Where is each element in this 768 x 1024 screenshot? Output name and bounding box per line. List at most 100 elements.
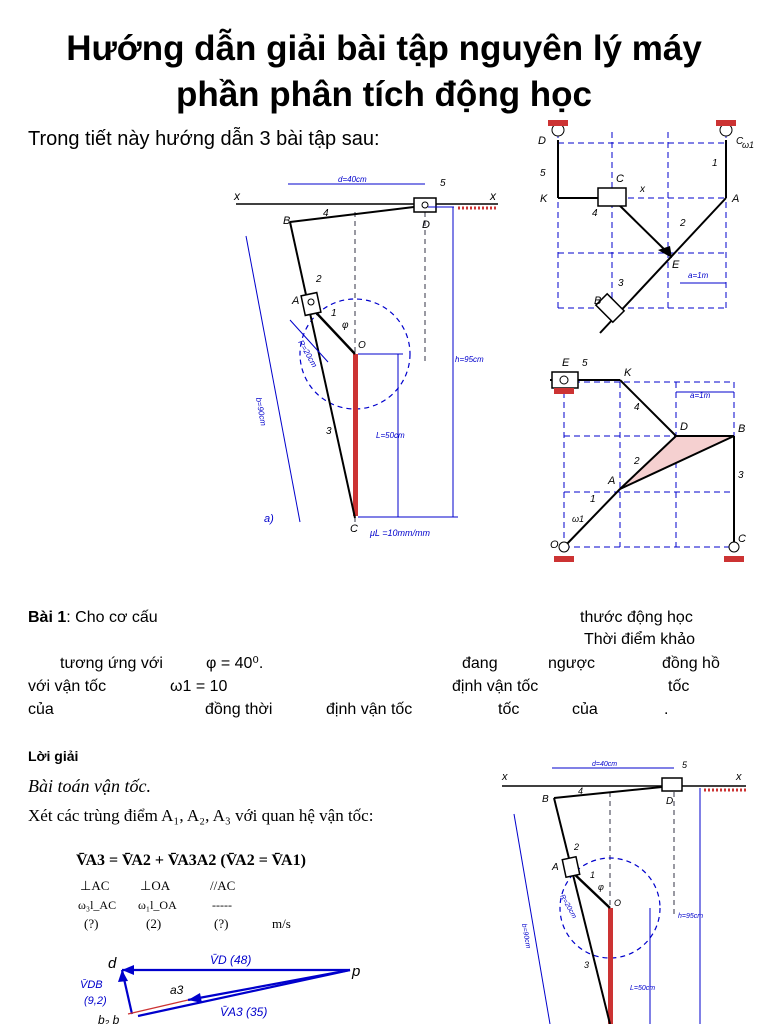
fig-b-omega: ω1 [742,140,754,150]
fig-c-omega: ω1 [572,514,584,524]
fig-a2-num-5: 5 [682,760,688,770]
fig-b-num-4: 4 [592,208,598,219]
velocity-diagram: d p V̄D (48) V̄DB (9,2) a3 V̄A3 (35) b₂ … [80,953,360,1024]
fig-c-label-O: O [550,539,559,551]
figure-c-mechanism: E 5 K a=1m D B 4 2 A 3 1 ω1 O C [550,357,746,562]
fig-a-dim-d: d=40cm [338,175,367,184]
fig-a-num-1: 1 [331,308,337,319]
fig-b-label-C: C [616,173,624,185]
fig-a2-label-B: B [542,794,549,805]
fig-a2-num-2: 2 [573,842,579,852]
eq-row-1-c1: ⊥AC [80,878,110,893]
fig-a-scale: μL =10mm/mm [369,528,431,538]
bai1-l5e: của [572,701,598,718]
bai1-l3c: đang [462,655,498,672]
fig-a-num-2: 2 [315,274,322,285]
figure-b-mechanism: D 5 K C x A 4 1 2 E a=1m B 3 ω1 C [538,120,754,334]
vel-label-b: b₂ b [98,1013,120,1024]
fig-a2-num-3: 3 [584,960,589,970]
bai1-l2: Thời điểm khảo [584,631,695,648]
eq-row-1-c2: ⊥OA [140,878,171,893]
fig-c-num-4: 4 [634,402,640,413]
fig-a-label-O: O [358,340,366,351]
fig-a2-dim-b: b=90cm [520,923,531,949]
fig-a-x-right: x [489,189,497,203]
fig-a2-phi: φ [598,882,604,892]
eq-row-1-c3: //AC [210,878,236,893]
fig-a2-x-left: x [501,771,508,783]
bai1-line-1: Bài 1: Cho cơ cấu [28,608,158,627]
fig-a2-x-right: x [735,771,742,783]
fig-b-x: x [639,184,646,195]
fig-a-label-D: D [422,219,430,231]
fig-c-label-E: E [562,357,570,369]
fig-a-num-5: 5 [440,178,446,189]
fig-a-label: a) [264,513,274,525]
fig-a2-num-1: 1 [590,870,595,880]
bai1-l1b: thước động học [580,609,693,626]
eq-row-2-c1: ω₃l_AC [78,898,117,912]
fig-b-num-3: 3 [618,278,624,289]
fig-c-label-B: B [738,423,745,435]
fig-c-num-1: 1 [590,494,596,505]
fig-b-num-5: 5 [540,168,546,179]
fig-c-num-3: 3 [738,470,744,481]
page-title: Hướng dẫn giải bài tập nguyên lý máy phầ… [0,26,768,118]
fig-a-dim-h: h=95cm [455,355,484,364]
vel-label-a3: a3 [170,983,184,997]
eq-row-2-c3: ----- [212,898,232,912]
bai1-l5c: định vận tốc [326,701,413,718]
eq-row-2-c2: ω₁l_OA [138,898,177,912]
fig-c-label-A: A [607,475,615,487]
fig-a-label-C: C [350,523,358,535]
bai-toan-van-toc: Bài toán vận tốc. [28,776,151,796]
fig-c-num-5: 5 [582,358,588,369]
fig-a-dim-L: L=50cm [376,431,405,440]
vel-label-VDB-val: (9,2) [84,995,107,1007]
xet-trung-diem: Xét các trùng điểm A₁, A₂, A₃ với quan h… [28,806,374,825]
fig-b-label-K: K [540,193,548,205]
fig-a-x-left: x [233,189,241,203]
eq-row-3-unit: m/s [272,916,291,931]
velocity-equation: V̄A3 = V̄A2 + V̄A3A2 (V̄A2 = V̄A1) [76,852,306,869]
vel-label-VDB: V̄DB [80,978,103,991]
bai1-l4c: định vận tốc [452,678,539,695]
bai1-l4a: với vận tốc [28,678,107,695]
bai1-l4b: ω1 = 10 [170,678,228,695]
bai1-l3b: φ = 40⁰. [206,655,264,672]
eq-row-3-c3: (?) [214,916,229,931]
fig-c-num-2: 2 [633,456,640,467]
fig-a2-label-O: O [614,898,621,908]
fig-a2-dim-h: h=95cm [678,913,703,920]
bai1-l3a: tương ứng với [60,655,163,672]
fig-b-label-A: A [731,193,739,205]
fig-c-label-K: K [624,367,632,379]
eq-row-3-c2: (2) [146,916,162,931]
fig-a-label-B: B [283,215,290,227]
title-line-1: Hướng dẫn giải bài tập nguyên lý máy [66,29,702,68]
vel-label-p: p [351,963,360,980]
bai1-l1a: : Cho cơ cấu [66,609,158,626]
vel-label-VA3: V̄A3 (35) [220,1005,267,1019]
fig-b-label-D: D [538,135,546,147]
vel-label-d: d [108,955,117,972]
fig-b-label-C2: C [736,136,744,147]
bai1-l4d: tốc [668,678,690,695]
loigiai-heading: Lời giải [28,748,79,764]
fig-a-num-3: 3 [326,426,332,437]
eq-row-3-c1: (?) [84,916,99,931]
fig-a-num-4: 4 [323,208,329,219]
intro-text: Trong tiết này hướng dẫn 3 bài tập sau: [28,128,380,150]
bai1-l3e: đồng hồ [662,655,720,672]
bai1-label: Bài 1 [28,609,67,626]
fig-c-label-D: D [680,421,688,433]
bai1-l5d: tốc [498,701,520,718]
bai1-l5a: của [28,701,54,718]
fig-a-phi: φ [342,320,349,331]
fig-b-num-1: 1 [712,158,718,169]
fig-b-label-E: E [672,259,680,271]
fig-a2-dim-d: d=40cm [592,761,617,768]
fig-b-num-2: 2 [679,218,686,229]
fig-a2-label-A: A [551,862,559,873]
fig-a2-label-D: D [666,796,673,807]
